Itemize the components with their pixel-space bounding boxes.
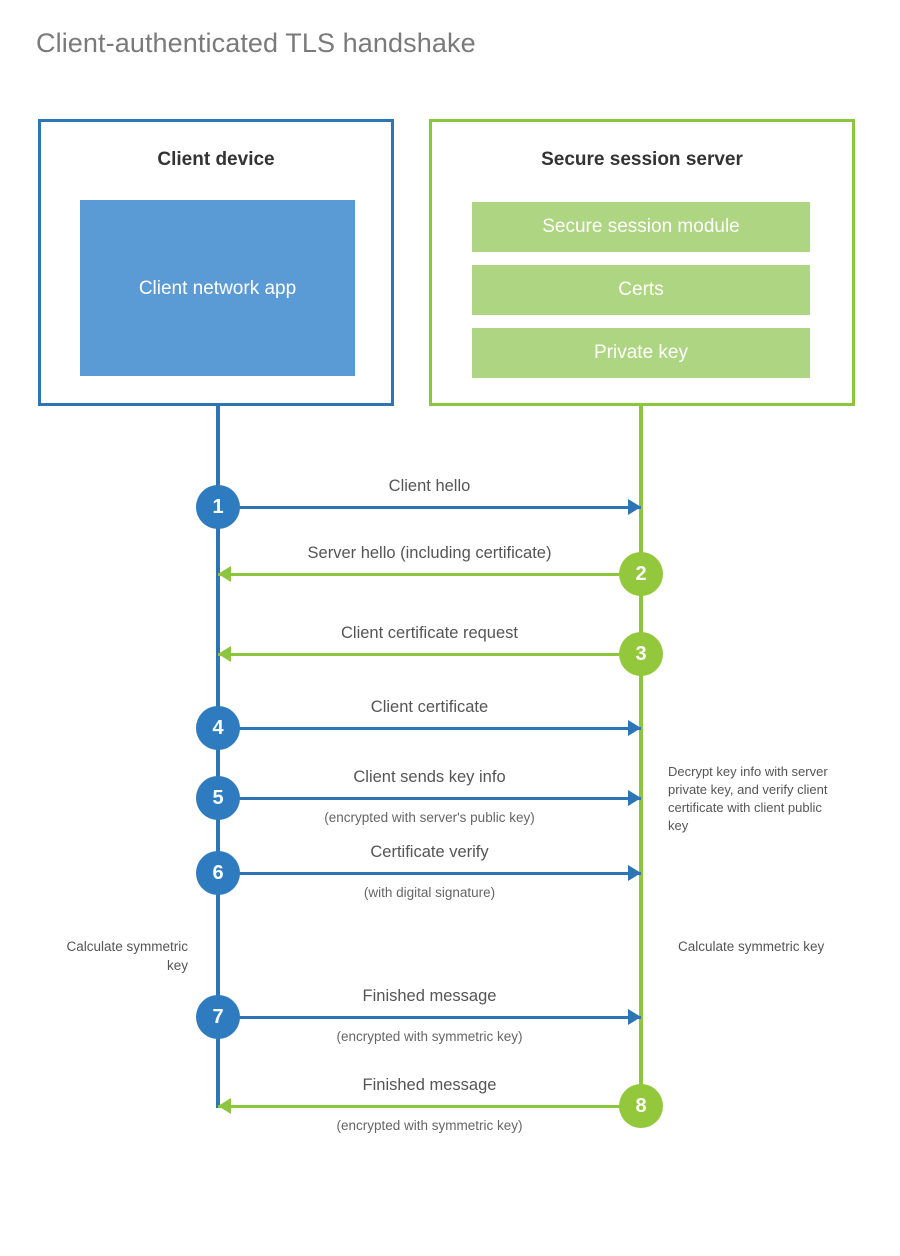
server-component-certs: Certs [472,265,810,315]
client-lifeline [216,405,220,1108]
message-label-step-2: Server hello (including certificate) [307,544,552,562]
arrow-head-step-7 [628,1009,641,1025]
step-circle-6[interactable]: 6 [196,851,240,895]
step-circle-3[interactable]: 3 [619,632,663,676]
message-label-step-8: Finished message [362,1076,497,1094]
message-label-step-7: Finished message [362,987,497,1005]
message-label-step-1: Client hello [388,477,471,495]
message-label-step-4: Client certificate [370,698,489,716]
message-line-step-5 [218,797,641,800]
client-device-box: Client device Client network app [38,119,394,406]
note-client-calculate-symmetric-key: Calculate symmetric key [66,939,188,973]
step-circle-2[interactable]: 2 [619,552,663,596]
client-network-app-block: Client network app [80,200,355,376]
step-circle-5[interactable]: 5 [196,776,240,820]
step-circle-8[interactable]: 8 [619,1084,663,1128]
message-label-step-6: Certificate verify [370,843,489,861]
message-line-step-4 [218,727,641,730]
arrow-head-step-6 [628,865,641,881]
message-line-step-6 [218,872,641,875]
arrow-head-step-3 [218,646,231,662]
secure-session-server-title: Secure session server [541,149,743,170]
server-lifeline [639,405,643,1107]
message-sublabel-step-5: (encrypted with server's public key) [324,810,535,825]
client-device-title: Client device [157,149,275,170]
server-component-secure-session-module: Secure session module [472,202,810,252]
message-line-step-1 [218,506,641,509]
message-sublabel-step-7: (encrypted with symmetric key) [336,1029,523,1044]
message-line-step-2 [218,573,641,576]
message-label-step-3: Client certificate request [341,624,518,642]
note-server-calculate-symmetric-key: Calculate symmetric key [678,939,825,954]
message-sublabel-step-8: (encrypted with symmetric key) [336,1118,523,1133]
arrow-head-step-8 [218,1098,231,1114]
message-sublabel-step-6: (with digital signature) [363,885,496,900]
message-label-step-5: Client sends key info [353,768,506,786]
arrow-head-step-1 [628,499,641,515]
arrow-head-step-5 [628,790,641,806]
message-line-step-7 [218,1016,641,1019]
arrow-head-step-2 [218,566,231,582]
page-title: Client-authenticated TLS handshake [36,28,476,58]
arrow-head-step-4 [628,720,641,736]
secure-session-server-box: Secure session server Secure session mod… [429,119,855,406]
server-component-private-key: Private key [472,328,810,378]
note-server-decrypt-key-info: Decrypt key info with server private key… [668,764,828,833]
step-circle-1[interactable]: 1 [196,485,240,529]
step-circle-4[interactable]: 4 [196,706,240,750]
message-line-step-8 [218,1105,641,1108]
message-line-step-3 [218,653,641,656]
step-circle-7[interactable]: 7 [196,995,240,1039]
